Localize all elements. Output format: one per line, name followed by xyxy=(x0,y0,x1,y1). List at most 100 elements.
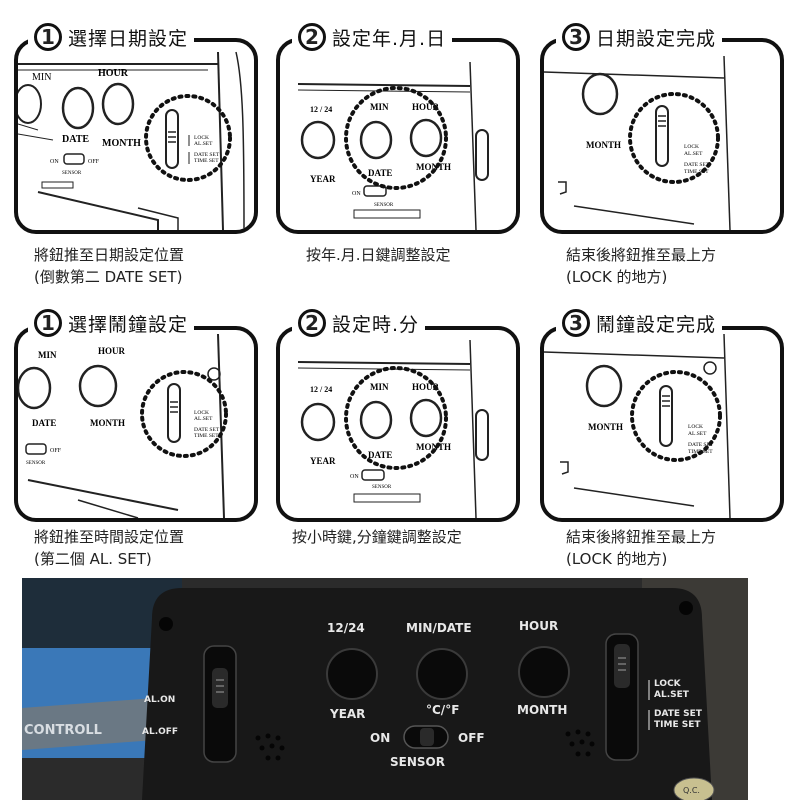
step-number-badge: 2 xyxy=(298,23,326,51)
svg-text:HOUR: HOUR xyxy=(412,102,440,112)
svg-text:SENSOR: SENSOR xyxy=(374,203,394,208)
svg-text:MONTH: MONTH xyxy=(586,140,621,150)
svg-text:ON: ON xyxy=(352,191,361,197)
svg-text:SENSOR: SENSOR xyxy=(372,485,392,490)
photo-al-on-label: AL.ON xyxy=(144,695,175,705)
step-title: 日期設定完成 xyxy=(596,27,717,50)
svg-text:YEAR: YEAR xyxy=(310,456,336,466)
svg-text:LOCK: LOCK xyxy=(194,410,209,416)
svg-text:DATE SET: DATE SET xyxy=(688,442,714,448)
svg-text:MONTH: MONTH xyxy=(588,422,623,432)
date-step-1-sketch: MIN HOUR DATE MONTH ON OFF SENSOR LOCK A… xyxy=(18,51,245,230)
svg-text:ON: ON xyxy=(350,474,359,480)
svg-text:DATE SET: DATE SET xyxy=(684,162,710,168)
alarm-step-2-panel: 12 / 24 MIN HOUR YEAR DATE MONTH ON SENS… xyxy=(276,326,520,522)
date-label: DATE xyxy=(62,134,89,145)
date-step-2-panel: 12 / 24 MIN HOUR YEAR DATE MONTH ON SENS… xyxy=(276,38,520,234)
photo-date-set-label: DATE SET xyxy=(654,709,703,719)
photo-al-set-label: AL.SET xyxy=(654,690,690,700)
svg-text:MONTH: MONTH xyxy=(416,442,451,452)
photo-time-set-label: TIME SET xyxy=(654,720,701,730)
alarm-step-3-panel: MONTH LOCK AL.SET DATE SET TIME SET xyxy=(540,326,784,522)
svg-text:DATE: DATE xyxy=(32,418,56,428)
speaker-grille-right xyxy=(565,729,595,757)
photo-year-label: YEAR xyxy=(329,707,365,721)
svg-text:MIN: MIN xyxy=(370,102,389,112)
photo-on-label: ON xyxy=(370,731,390,745)
controller-text: CONTROLL xyxy=(24,723,102,738)
svg-text:TIME SET: TIME SET xyxy=(688,449,713,455)
date-step-3-heading: 3 日期設定完成 xyxy=(556,20,723,54)
svg-text:HOUR: HOUR xyxy=(412,382,440,392)
step-title: 選擇鬧鐘設定 xyxy=(68,313,189,336)
photo-sensor-label: SENSOR xyxy=(390,755,445,769)
qc-sticker xyxy=(673,777,715,800)
min-date-button[interactable] xyxy=(416,648,468,700)
month-label: MONTH xyxy=(102,138,141,149)
svg-text:MIN: MIN xyxy=(370,382,389,392)
step-number-badge: 3 xyxy=(562,23,590,51)
photo-min-date-label: MIN/DATE xyxy=(406,621,472,635)
step-number-badge: 2 xyxy=(298,309,326,337)
svg-text:YEAR: YEAR xyxy=(310,174,336,184)
step-title: 選擇日期設定 xyxy=(68,27,189,50)
hour-button[interactable] xyxy=(518,646,570,698)
mode-1224-button[interactable] xyxy=(326,648,378,700)
date-step-3-sketch: MONTH LOCK AL.SET DATE SET TIME SET xyxy=(544,55,731,230)
svg-text:TIME SET: TIME SET xyxy=(684,169,709,175)
photo-lock-label: LOCK xyxy=(654,679,682,689)
svg-text:HOUR: HOUR xyxy=(98,346,126,356)
svg-text:LOCK: LOCK xyxy=(684,144,699,150)
hour-label: HOUR xyxy=(98,68,129,79)
alarm-step-2-caption: 按小時鍵,分鐘鍵調整設定 xyxy=(292,528,462,546)
date-step-3-caption: 結束後將鈕推至最上方 (LOCK 的地方) xyxy=(566,246,717,286)
alarm-step-2-sketch: 12 / 24 MIN HOUR YEAR DATE MONTH ON SENS… xyxy=(297,339,489,518)
date-step-1-panel: MIN HOUR DATE MONTH ON OFF SENSOR LOCK A… xyxy=(14,38,258,234)
date-step-2-caption: 按年.月.日鍵調整設定 xyxy=(306,246,451,264)
svg-text:LOCK: LOCK xyxy=(688,424,703,430)
speaker-grille-left xyxy=(255,733,285,761)
step-number-badge: 3 xyxy=(562,309,590,337)
date-step-2-heading: 2 設定年.月.日 xyxy=(292,20,453,54)
photo-hour-label: HOUR xyxy=(519,619,558,633)
svg-text:SENSOR: SENSOR xyxy=(62,171,82,176)
svg-text:OFF: OFF xyxy=(88,159,100,165)
step-number-badge: 1 xyxy=(34,309,62,337)
svg-text:12 / 24: 12 / 24 xyxy=(310,105,332,114)
alarm-step-1-heading: 1 選擇鬧鐘設定 xyxy=(28,306,195,340)
date-step-1-caption: 將鈕推至日期設定位置 (倒數第二 DATE SET) xyxy=(34,246,185,286)
photo-1224-label: 12/24 xyxy=(327,621,365,635)
clock-back-panel: CONTROLL 12/24 MIN/DATE HOUR YEAR °C/°F … xyxy=(22,578,748,800)
step-title: 設定時.分 xyxy=(332,313,420,336)
svg-text:MONTH: MONTH xyxy=(416,162,451,172)
svg-text:DATE: DATE xyxy=(368,450,392,460)
alarm-step-3-caption: 結束後將鈕推至最上方 (LOCK 的地方) xyxy=(566,528,717,568)
date-step-3-panel: MONTH LOCK AL.SET DATE SET TIME SET xyxy=(540,38,784,234)
svg-text:DATE: DATE xyxy=(368,168,392,178)
date-step-1-heading: 1 選擇日期設定 xyxy=(28,20,195,54)
svg-text:MIN: MIN xyxy=(38,350,57,360)
alarm-step-1-caption: 將鈕推至時間設定位置 (第二個 AL. SET) xyxy=(34,528,185,568)
step-number-badge: 1 xyxy=(34,23,62,51)
svg-text:12 / 24: 12 / 24 xyxy=(310,385,332,394)
alarm-step-3-heading: 3 鬧鐘設定完成 xyxy=(556,306,723,340)
alarm-step-1-panel: MIN HOUR DATE MONTH OFF SENSOR LOCK AL.S… xyxy=(14,326,258,522)
svg-text:AL.SET: AL.SET xyxy=(194,416,213,422)
alarm-step-1-sketch: MIN HOUR DATE MONTH OFF SENSOR LOCK AL.S… xyxy=(18,333,228,518)
svg-text:AL.SET: AL.SET xyxy=(194,141,213,147)
qc-stamp: Q.C. xyxy=(683,786,700,795)
photo-off-label: OFF xyxy=(458,731,485,745)
svg-text:LOCK: LOCK xyxy=(194,135,209,141)
svg-text:TIME SET: TIME SET xyxy=(194,433,219,439)
step-title: 鬧鐘設定完成 xyxy=(596,313,717,336)
svg-text:DATE SET: DATE SET xyxy=(194,427,220,433)
svg-text:OFF: OFF xyxy=(50,448,62,454)
svg-text:AL.SET: AL.SET xyxy=(684,151,703,157)
svg-text:TIME SET: TIME SET xyxy=(194,158,219,164)
clock-back-photo: CONTROLL 12/24 MIN/DATE HOUR YEAR °C/°F … xyxy=(22,578,748,800)
svg-text:SENSOR: SENSOR xyxy=(26,461,46,466)
alarm-step-3-sketch: MONTH LOCK AL.SET DATE SET TIME SET xyxy=(544,333,731,518)
photo-month-label: MONTH xyxy=(517,703,567,717)
svg-text:ON: ON xyxy=(50,159,59,165)
photo-cf-label: °C/°F xyxy=(426,703,459,717)
